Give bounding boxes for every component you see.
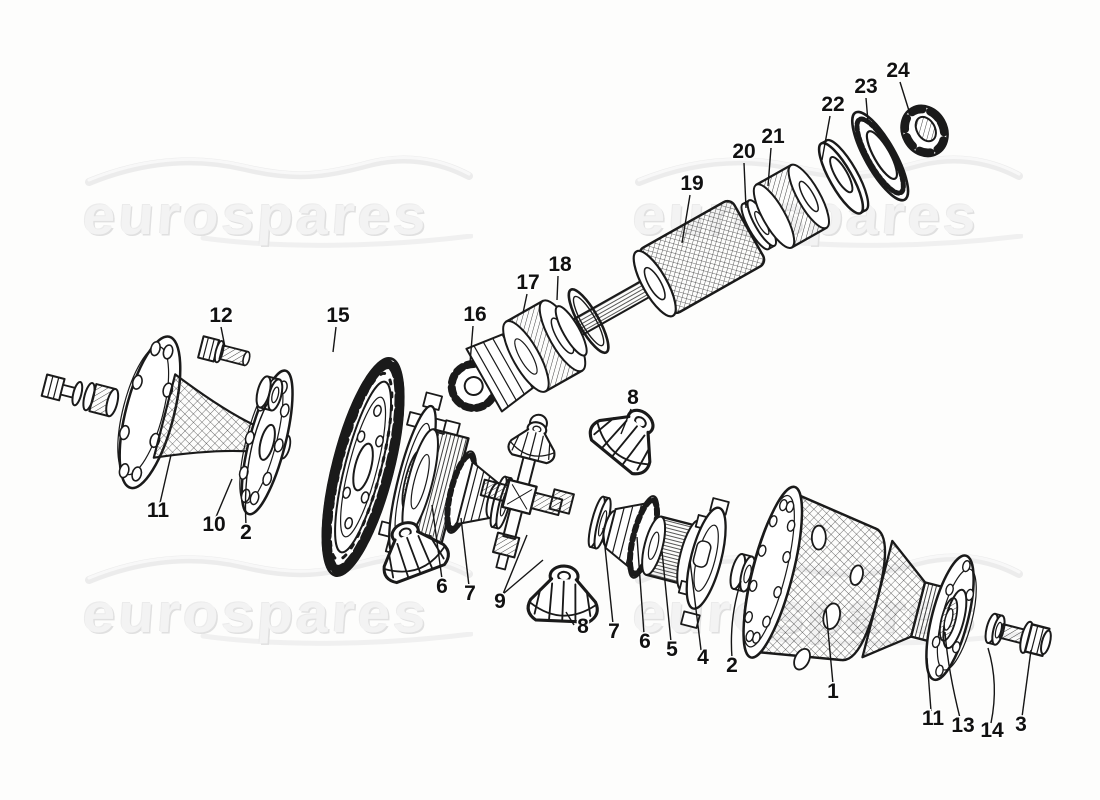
callout-label-19-5: 19	[680, 172, 703, 195]
callout-leader-9-17	[502, 534, 528, 595]
callout-leader-20-6	[743, 162, 747, 209]
callout-label-24-10: 24	[886, 59, 910, 82]
part-3-shaft-bolt	[998, 620, 1052, 658]
callout-leader-24-10	[899, 81, 911, 115]
callout-label-6-20: 6	[639, 630, 651, 653]
callout-label-10-13: 10	[202, 513, 225, 536]
callout-label-3-28: 3	[1015, 713, 1027, 736]
callout-label-12-0: 12	[209, 304, 232, 327]
callout-label-11-25: 11	[922, 707, 945, 730]
callout-label-14-27: 14	[980, 719, 1004, 742]
callout-leader-9-17	[502, 559, 544, 595]
callout-label-20-6: 20	[732, 140, 755, 163]
callout-label-16-2: 16	[463, 303, 486, 326]
callout-leader-8-11	[620, 408, 632, 435]
part-18-snap-ring	[567, 288, 610, 355]
callout-leader-12-0	[220, 326, 226, 348]
callout-leader-19-5	[681, 194, 691, 244]
assembly-pinion-shaft	[447, 104, 949, 413]
callout-leader-16-2	[469, 325, 474, 364]
callout-label-17-3: 17	[516, 271, 539, 294]
callout-leader-6-20	[636, 536, 645, 635]
part-24-castellated-nut	[900, 104, 949, 158]
callout-leader-2-23	[730, 580, 742, 659]
callout-label-21-7: 21	[761, 125, 785, 148]
callout-label-7-16: 7	[464, 582, 476, 605]
callout-leader-23-9	[865, 97, 869, 123]
callout-label-2-23: 2	[726, 654, 738, 677]
part-2-left-spacer	[255, 375, 284, 412]
callout-leader-22-8	[821, 115, 831, 161]
callout-leader-8-18	[565, 611, 575, 626]
part-7-right-thrust-washer	[587, 495, 612, 550]
callout-label-6-15: 6	[436, 575, 448, 598]
callout-leader-11-12	[159, 454, 172, 504]
callout-leader-2-14	[244, 401, 269, 526]
callout-leader-18-4	[556, 275, 559, 301]
callout-leader-17-3	[522, 293, 528, 314]
callout-label-13-26: 13	[951, 714, 974, 737]
callout-leader-3-28	[1021, 649, 1032, 718]
callout-label-18-4: 18	[548, 253, 572, 276]
callout-label-4-22: 4	[697, 646, 709, 669]
callout-label-22-8: 22	[821, 93, 844, 116]
callout-label-11-12: 11	[147, 499, 170, 522]
part-19-sleeve	[632, 199, 766, 318]
part-9-spider-cross	[479, 413, 575, 571]
part-12-bolt	[197, 335, 251, 367]
callout-label-8-11: 8	[627, 386, 639, 409]
callout-label-8-18: 8	[577, 615, 589, 638]
part-16-pinion-gear	[447, 331, 540, 413]
callout-leader-1-24	[825, 608, 834, 685]
callout-leader-15-1	[332, 326, 337, 353]
callout-leader-14-27	[987, 647, 996, 724]
callout-label-2-14: 2	[240, 521, 252, 544]
part-6-left-side-gear	[401, 419, 503, 549]
callout-leader-7-16	[460, 517, 470, 587]
callout-leader-10-13	[215, 478, 233, 518]
callout-label-1-24: 1	[827, 680, 839, 703]
callout-label-7-19: 7	[608, 620, 620, 643]
callout-label-15-1: 15	[326, 304, 350, 327]
left-stub-bolt	[40, 373, 120, 418]
part-15-ring-gear	[321, 357, 405, 577]
callout-label-5-21: 5	[666, 638, 678, 661]
part-17-bearing	[502, 299, 588, 393]
callout-leader-7-19	[602, 527, 614, 625]
part-8-bevel-gear	[526, 563, 601, 625]
callout-leader-11-25	[926, 657, 932, 712]
callout-label-23-9: 23	[854, 75, 877, 98]
callout-label-9-17: 9	[494, 590, 506, 613]
